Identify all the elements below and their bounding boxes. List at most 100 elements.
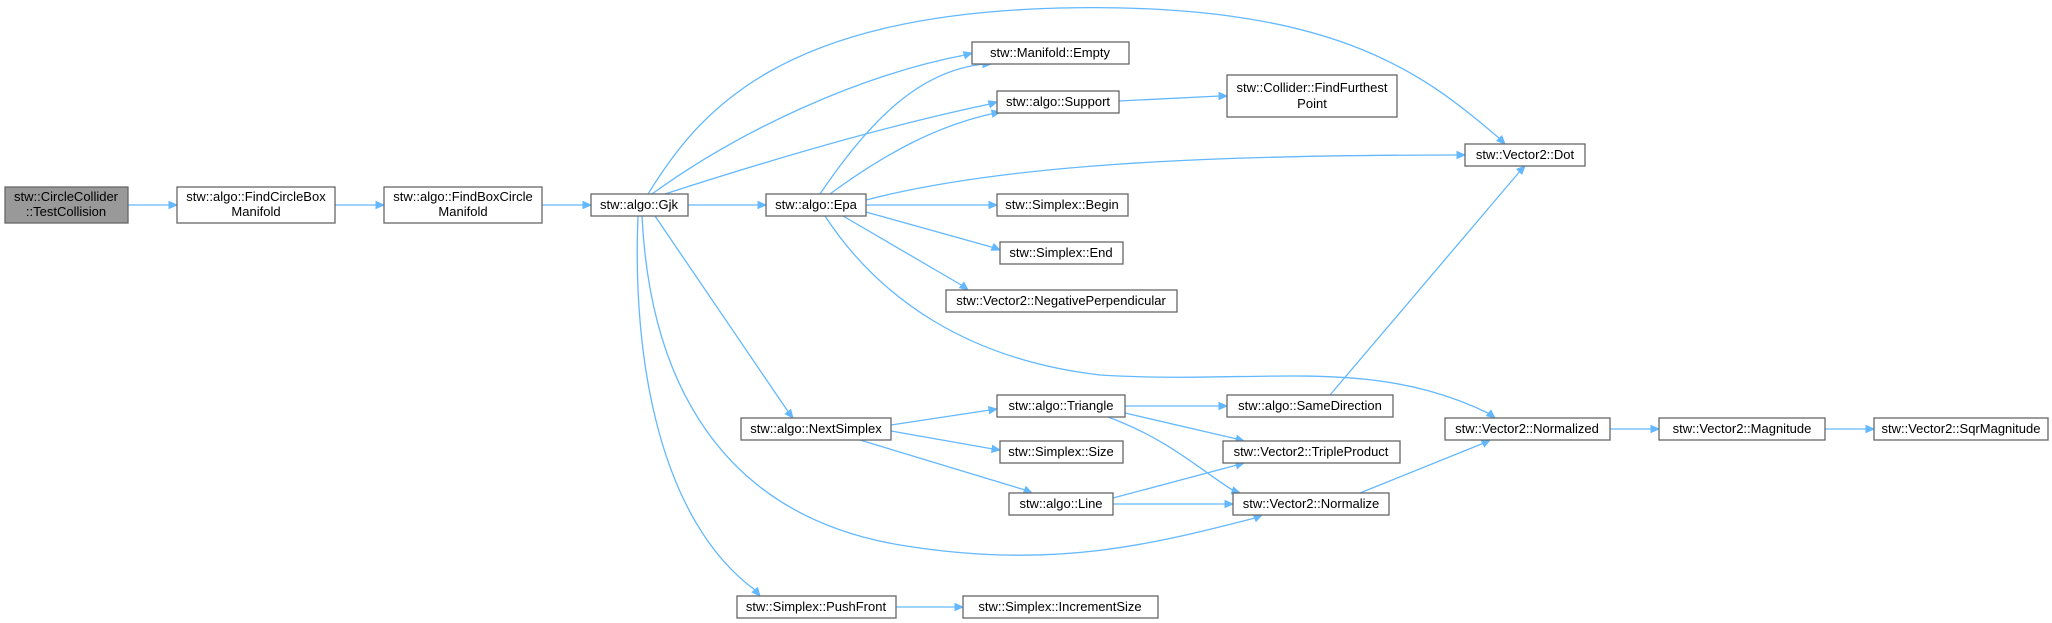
node-algo-triangle[interactable]: stw::algo::Triangle: [996, 394, 1126, 418]
node-algo-next-simplex[interactable]: stw::algo::NextSimplex: [740, 417, 892, 441]
node-label: stw::Simplex::PushFront: [746, 599, 887, 614]
node-manifold-empty[interactable]: stw::Manifold::Empty: [971, 41, 1130, 65]
call-edges: [128, 6, 1876, 612]
arrowhead-gjk-to-epa: [757, 200, 768, 210]
arrowhead-circle-to-findcirclebox: [168, 200, 179, 210]
node-label: stw::Simplex::Begin: [1005, 197, 1118, 212]
edge-normalize-to-normalized: [1359, 442, 1485, 494]
edge-triangle-to-normalize: [1107, 416, 1235, 492]
node-circlecollider-testcollision[interactable]: stw::CircleCollider ::TestCollision: [4, 186, 129, 224]
node-label: Manifold: [231, 204, 280, 219]
edge-epa-to-normalized: [824, 215, 1491, 415]
node-label: stw::Vector2::SqrMagnitude: [1882, 421, 2041, 436]
arrowhead-gjk-to-nextsimplex: [784, 408, 794, 419]
node-algo-epa[interactable]: stw::algo::Epa: [765, 193, 867, 217]
arrowhead-findcirclebox-to-findboxcircle: [375, 200, 386, 210]
arrowhead-normalized-to-magnitude: [1650, 424, 1661, 434]
arrowhead-nextsimplex-to-triangle: [987, 405, 999, 415]
node-algo-line[interactable]: stw::algo::Line: [1008, 492, 1114, 516]
arrowhead-line-to-normalize: [1224, 499, 1235, 509]
node-label: stw::Simplex::Size: [1008, 444, 1113, 459]
edge-epa-to-dot: [865, 154, 1459, 201]
edge-gjk-to-normalize: [641, 215, 1256, 556]
arrowhead-triangle-to-samedirection: [1218, 401, 1229, 411]
node-label: stw::algo::FindBoxCircle: [393, 189, 532, 204]
arrowhead-gjk-to-support: [987, 100, 999, 109]
node-label: stw::algo::Support: [1006, 94, 1110, 109]
arrowhead-gjk-to-normalize: [1252, 514, 1264, 523]
node-label: stw::algo::SameDirection: [1238, 398, 1382, 413]
node-label: stw::Vector2::TripleProduct: [1234, 444, 1389, 459]
node-label: stw::algo::Gjk: [600, 197, 679, 212]
edge-epa-to-negperp: [842, 215, 964, 287]
node-label: stw::Vector2::Normalize: [1243, 496, 1380, 511]
node-label: stw::CircleCollider: [14, 189, 119, 204]
node-label: stw::Simplex::IncrementSize: [978, 599, 1141, 614]
node-simplex-begin[interactable]: stw::Simplex::Begin: [996, 193, 1129, 217]
node-label: stw::Collider::FindFurthest: [1237, 80, 1388, 95]
node-simplex-increment-size[interactable]: stw::Simplex::IncrementSize: [962, 595, 1159, 619]
node-vector2-dot[interactable]: stw::Vector2::Dot: [1464, 143, 1586, 167]
node-label: stw::algo::FindCircleBox: [186, 189, 326, 204]
edge-line-to-tripleproduct: [1112, 464, 1238, 499]
node-simplex-end[interactable]: stw::Simplex::End: [999, 241, 1124, 265]
edge-gjk-to-dot: [647, 6, 1501, 195]
node-algo-same-direction[interactable]: stw::algo::SameDirection: [1226, 394, 1394, 418]
edge-gjk-to-support: [664, 103, 991, 195]
node-label: stw::Vector2::Magnitude: [1673, 421, 1812, 436]
node-vector2-magnitude[interactable]: stw::Vector2::Magnitude: [1658, 417, 1826, 441]
call-nodes: stw::CircleCollider ::TestCollision stw:…: [4, 41, 2049, 619]
node-find-circle-box-manifold[interactable]: stw::algo::FindCircleBox Manifold: [176, 186, 336, 224]
arrowhead-findboxcircle-to-gjk: [582, 200, 593, 210]
arrowhead-support-to-findfurthest: [1218, 91, 1229, 101]
node-algo-support[interactable]: stw::algo::Support: [996, 90, 1120, 114]
edge-support-to-findfurthest: [1118, 95, 1221, 102]
arrowhead-gjk-to-manifoldempty: [962, 51, 974, 60]
node-label: stw::algo::NextSimplex: [750, 421, 882, 436]
node-vector2-negative-perpendicular[interactable]: stw::Vector2::NegativePerpendicular: [945, 289, 1178, 313]
node-simplex-push-front[interactable]: stw::Simplex::PushFront: [736, 595, 897, 619]
node-label: ::TestCollision: [26, 204, 106, 219]
edge-nextsimplex-to-triangle: [890, 409, 991, 426]
arrowhead-magnitude-to-sqrmagnitude: [1865, 424, 1876, 434]
node-find-box-circle-manifold[interactable]: stw::algo::FindBoxCircle Manifold: [383, 186, 543, 224]
node-label: stw::algo::Epa: [775, 197, 857, 212]
edge-gjk-to-pushfront: [636, 215, 756, 591]
node-algo-gjk[interactable]: stw::algo::Gjk: [590, 193, 689, 217]
edge-nextsimplex-to-size: [890, 430, 994, 450]
node-label: Point: [1297, 96, 1327, 111]
arrowhead-nextsimplex-to-line: [1022, 485, 1034, 494]
arrowhead-pushfront-to-incrementsize: [954, 602, 965, 612]
edge-epa-to-manifoldempty: [819, 63, 986, 195]
node-label: stw::Vector2::NegativePerpendicular: [956, 293, 1166, 308]
arrowhead-normalize-to-normalized: [1480, 439, 1492, 448]
node-vector2-triple-product[interactable]: stw::Vector2::TripleProduct: [1222, 440, 1401, 464]
node-vector2-normalize[interactable]: stw::Vector2::Normalize: [1232, 492, 1390, 516]
arrowhead-epa-to-negperp: [958, 281, 969, 291]
node-simplex-size[interactable]: stw::Simplex::Size: [999, 440, 1124, 464]
arrowhead-nextsimplex-to-size: [990, 444, 1002, 454]
edge-triangle-to-tripleproduct: [1124, 412, 1238, 440]
arrowhead-gjk-to-pushfront: [751, 586, 761, 597]
edge-nextsimplex-to-line: [859, 439, 1026, 491]
node-collider-find-furthest-point[interactable]: stw::Collider::FindFurthest Point: [1226, 74, 1398, 118]
edge-gjk-to-nextsimplex: [654, 215, 790, 414]
arrowhead-samedirection-to-dot: [1515, 165, 1526, 176]
arrowhead-epa-to-end: [990, 242, 1002, 251]
node-label: Manifold: [438, 204, 487, 219]
node-vector2-sqr-magnitude[interactable]: stw::Vector2::SqrMagnitude: [1873, 417, 2049, 441]
edge-epa-to-end: [865, 211, 996, 249]
arrowhead-epa-to-begin: [988, 200, 999, 210]
edge-gjk-to-manifoldempty: [651, 54, 966, 195]
edge-samedirection-to-dot: [1329, 169, 1522, 396]
arrowhead-epa-to-normalized: [1485, 409, 1496, 419]
node-label: stw::Manifold::Empty: [990, 45, 1110, 60]
edge-epa-to-support: [829, 112, 996, 195]
arrowhead-gjk-to-dot: [1495, 134, 1506, 145]
node-label: stw::Vector2::Normalized: [1455, 421, 1599, 436]
node-vector2-normalized[interactable]: stw::Vector2::Normalized: [1444, 417, 1611, 441]
arrowhead-epa-to-dot: [1456, 150, 1467, 160]
node-label: stw::algo::Triangle: [1008, 398, 1113, 413]
node-label: stw::Simplex::End: [1009, 245, 1112, 260]
